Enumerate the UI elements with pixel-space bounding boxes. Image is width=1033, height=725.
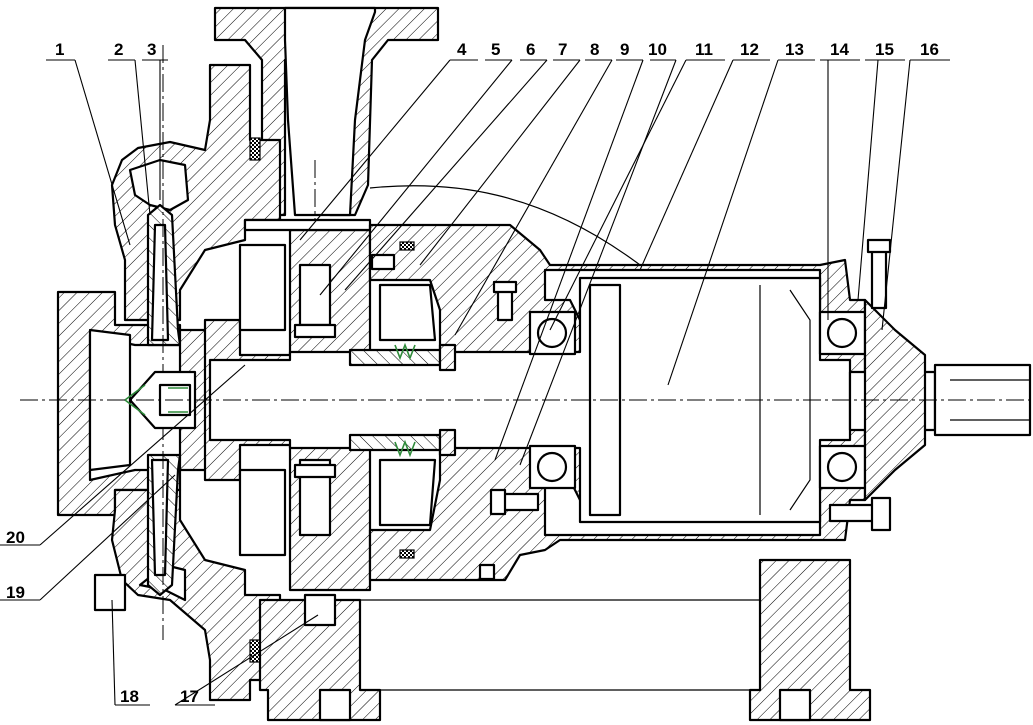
- label-13: 13: [785, 40, 804, 59]
- label-5: 5: [491, 40, 500, 59]
- label-8: 8: [590, 40, 599, 59]
- part-labels: 1 2 3 4 5 6 7 8 9 10 11 12 13 14 15 16 2…: [6, 40, 939, 706]
- label-19: 19: [6, 583, 25, 602]
- label-18: 18: [120, 687, 139, 706]
- label-9: 9: [620, 40, 629, 59]
- label-1: 1: [55, 40, 64, 59]
- label-7: 7: [558, 40, 567, 59]
- label-20: 20: [6, 528, 25, 547]
- label-6: 6: [526, 40, 535, 59]
- label-4: 4: [457, 40, 467, 59]
- label-2: 2: [114, 40, 123, 59]
- label-16: 16: [920, 40, 939, 59]
- label-11: 11: [695, 40, 713, 59]
- support-feet: [258, 558, 872, 722]
- seal-and-bearings: [348, 298, 927, 502]
- label-12: 12: [740, 40, 759, 59]
- label-10: 10: [648, 40, 667, 59]
- leader-lines: [0, 59, 950, 706]
- label-14: 14: [830, 40, 849, 59]
- label-15: 15: [875, 40, 894, 59]
- label-3: 3: [147, 40, 156, 59]
- impeller-nut: [124, 370, 197, 430]
- label-17: 17: [180, 687, 199, 706]
